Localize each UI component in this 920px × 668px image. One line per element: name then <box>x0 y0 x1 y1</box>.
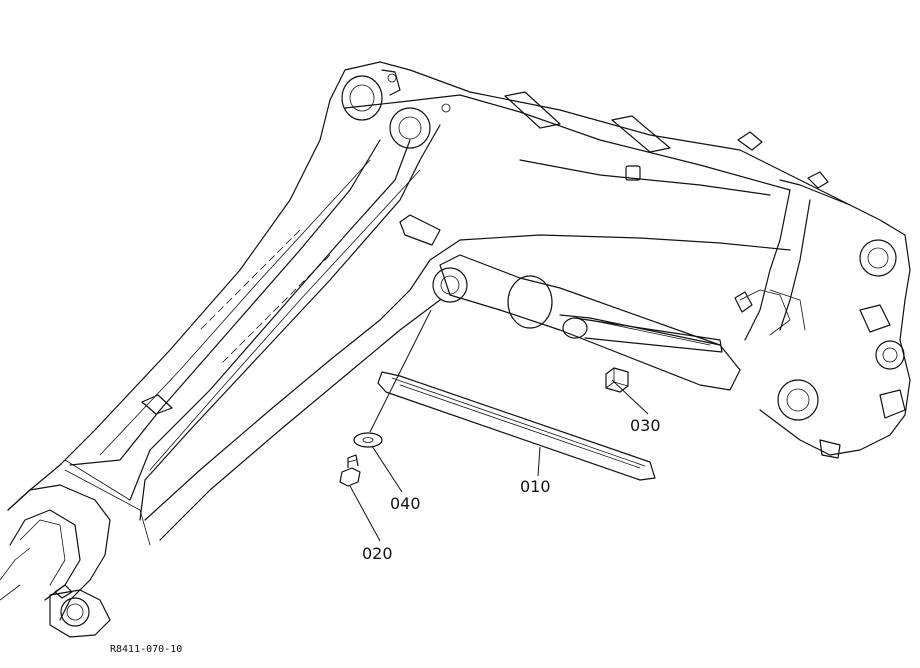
callout-020: 020 <box>362 544 393 563</box>
boom-assembly-drawing <box>0 61 911 638</box>
callout-010: 010 <box>520 477 551 496</box>
callout-030: 030 <box>630 416 661 435</box>
part-010-strip <box>377 371 656 481</box>
part-040-washer <box>353 432 383 448</box>
callout-040: 040 <box>390 494 421 513</box>
part-030-spacer <box>605 367 629 393</box>
figure-code: R8411-070-10 <box>110 644 182 655</box>
leader-lines <box>349 309 649 542</box>
part-020-bolt <box>339 454 361 487</box>
